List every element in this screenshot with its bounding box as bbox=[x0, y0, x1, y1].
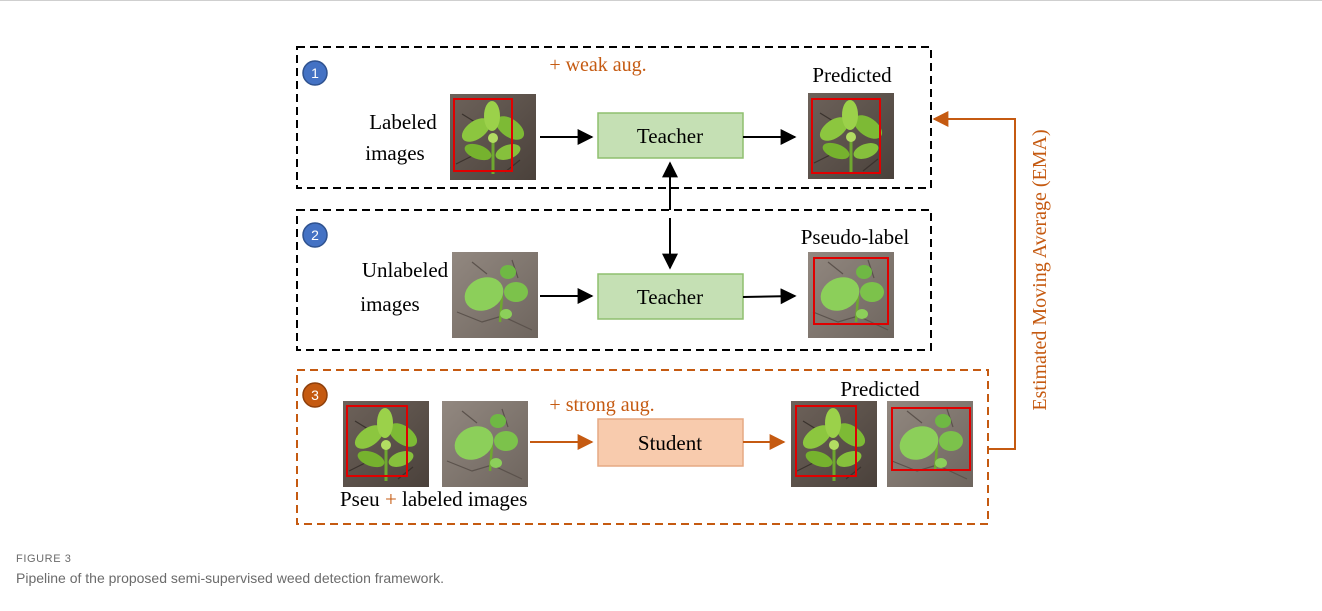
weed-photo-icon bbox=[448, 92, 538, 182]
top-rule bbox=[0, 0, 1322, 1]
weed-photo-icon bbox=[789, 399, 879, 489]
step-2-input-label-line2: images bbox=[360, 292, 419, 316]
step-2-number: 2 bbox=[311, 227, 319, 243]
teacher-box-2 bbox=[597, 273, 744, 320]
step-3-number: 3 bbox=[311, 387, 319, 403]
step-1-number: 1 bbox=[311, 65, 319, 81]
detection-box bbox=[813, 257, 889, 325]
weed-photo-icon bbox=[885, 399, 975, 489]
step-2-panel bbox=[296, 209, 932, 351]
ema-label: Estimated Moving Average (EMA) bbox=[1029, 129, 1051, 410]
student-box bbox=[597, 418, 744, 467]
detection-box bbox=[453, 98, 513, 172]
figure-caption: Pipeline of the proposed semi-supervised… bbox=[16, 570, 445, 586]
figure-label: FIGURE 3 bbox=[16, 553, 72, 565]
step-1-badge bbox=[302, 60, 328, 86]
weak-aug-label: + weak aug. bbox=[549, 54, 646, 76]
teacher-box-1 bbox=[597, 112, 744, 159]
ema-feedback-arrow bbox=[932, 111, 1016, 450]
caption-pseu: Pseu bbox=[340, 487, 380, 511]
weed-photo-icon bbox=[806, 250, 896, 340]
weed-photo-icon bbox=[341, 399, 431, 489]
step-3-panel bbox=[296, 369, 989, 525]
step-2-input-label-line1: Unlabeled bbox=[362, 258, 449, 282]
step-2-badge bbox=[302, 222, 328, 248]
teacher-label-1: Teacher bbox=[637, 124, 703, 148]
step-1-input-label-line2: images bbox=[365, 141, 424, 165]
weed-photo-icon bbox=[440, 399, 530, 489]
weed-photo-icon bbox=[806, 91, 896, 181]
strong-aug-label: + strong aug. bbox=[549, 394, 654, 416]
detection-box bbox=[811, 98, 881, 174]
detection-box bbox=[346, 405, 408, 477]
detection-box bbox=[795, 405, 857, 477]
arrow-teacher-to-pseudo bbox=[742, 288, 797, 305]
step-1-panel bbox=[296, 46, 932, 189]
step-3-input-caption: Pseu + labeled images bbox=[340, 487, 527, 511]
caption-labeled-images: labeled images bbox=[402, 487, 527, 511]
predicted-label-1: Predicted bbox=[812, 63, 892, 87]
teacher-label-2: Teacher bbox=[637, 285, 703, 309]
pipeline-diagram: 1 Labeled images + weak aug. Teacher Pre… bbox=[296, 46, 1051, 525]
step-3-badge bbox=[302, 382, 328, 408]
step-1-input-label-line1: Labeled bbox=[369, 110, 437, 134]
detection-box bbox=[891, 407, 971, 471]
caption-plus: + bbox=[385, 487, 397, 511]
pseudo-label-title: Pseudo-label bbox=[801, 225, 910, 249]
student-label: Student bbox=[638, 431, 702, 455]
weed-photo-icon bbox=[450, 250, 540, 340]
predicted-label-3: Predicted bbox=[840, 377, 920, 401]
